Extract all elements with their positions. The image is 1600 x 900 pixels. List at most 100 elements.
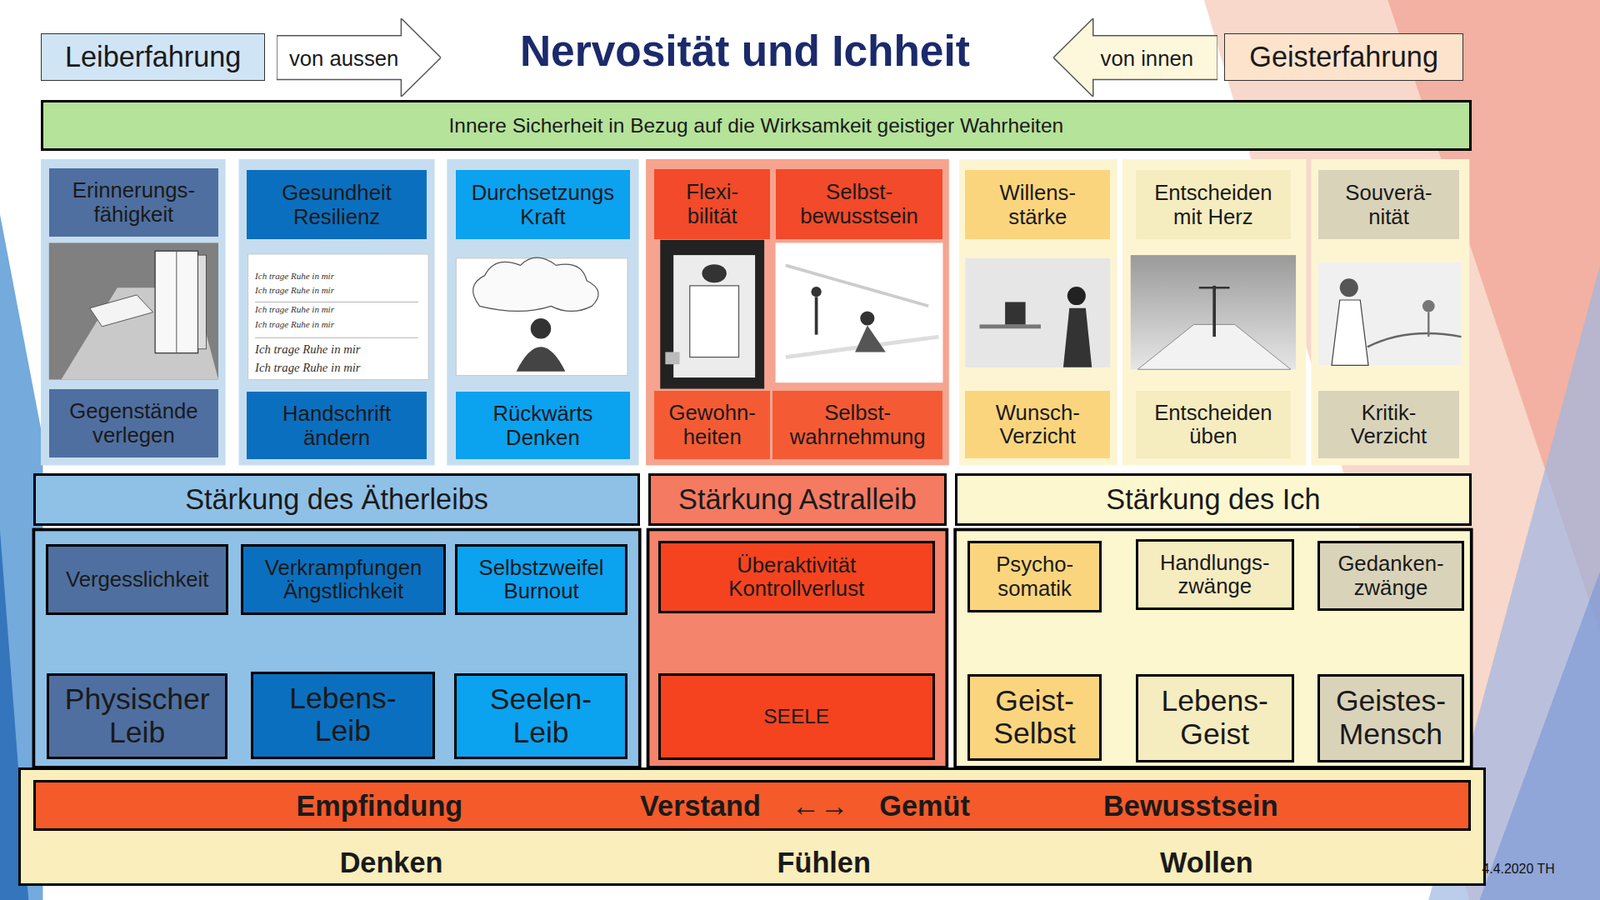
text-box: Selbst- wahrnehmung — [772, 390, 943, 460]
room-sketch-part — [155, 250, 198, 353]
text-box: Leiberfahrung — [40, 33, 265, 80]
text-box: Entscheiden mit Herz — [1135, 170, 1291, 239]
node-text: Physischer Leib — [65, 683, 210, 750]
node-text: Gegenstände verlegen — [69, 399, 198, 448]
node-text: Verkrampfungen Ängstlichkeit — [265, 555, 423, 605]
text-box: Gegenstände verlegen — [49, 389, 219, 458]
room-sketch-part — [175, 250, 177, 353]
text-box: EmpfindungVerstand ←→ GemütBewusstsein — [33, 780, 1471, 831]
node-text: Entscheiden mit Herz — [1138, 180, 1289, 230]
node-text: Psycho- somatik — [995, 552, 1074, 601]
arrow-outline — [1053, 18, 1218, 97]
room-sketch — [49, 242, 219, 380]
cloud-sketch-part — [455, 258, 628, 376]
node-text: Kritik- Verzicht — [1350, 400, 1427, 450]
two-figures-sketch-part — [815, 296, 819, 335]
node-text: Gesundheit Resilienz — [281, 180, 391, 230]
node-text: Geistes- Mensch — [1335, 685, 1446, 752]
text-box: Psycho- somatik — [967, 540, 1103, 613]
text-box: Wunsch- Verzicht — [965, 390, 1110, 459]
text-box: Lebens- Geist — [1135, 674, 1295, 762]
node-text: von aussen — [289, 45, 399, 70]
handwriting-line: Ich trage Ruhe in mir — [255, 319, 335, 330]
two-figures-sketch-part — [810, 286, 821, 297]
node-text: Lebens- Leib — [289, 682, 396, 750]
card-panel — [40, 159, 1470, 465]
text-box: Kritik- Verzicht — [1318, 390, 1460, 459]
handwriting-line: Ich trage Ruhe in mir — [255, 360, 360, 375]
bed-sketch — [660, 240, 765, 390]
two-figures-sketch-part — [860, 310, 875, 325]
road-sketch — [1130, 255, 1296, 370]
text-box: Gedanken- zwänge — [1317, 540, 1465, 611]
text-box: Souverä- nität — [1318, 170, 1460, 239]
room-sketch-part — [198, 255, 207, 350]
node-text: Fühlen — [777, 846, 871, 879]
node-text: Rückwärts Denken — [492, 401, 593, 450]
node-text: Überaktivität Kontrollverlust — [728, 553, 865, 602]
kettle-sketch — [965, 258, 1110, 368]
card-panel-part — [959, 159, 1118, 465]
text-box: Gewohn- heiten — [654, 390, 771, 460]
text-box: Handlungs- zwänge — [1135, 539, 1295, 611]
thinker-sketch-part — [1367, 333, 1462, 347]
cloud-sketch-part — [473, 257, 599, 311]
handwriting-line: Ich trage Ruhe in mir — [255, 285, 335, 295]
handwriting-line: Ich trage Ruhe in mir — [255, 304, 335, 315]
text-box: Vergesslichkeit — [45, 544, 229, 616]
text-box: Geist- Selbst — [967, 674, 1103, 761]
node-text: Handschrift ändern — [282, 401, 391, 450]
arrow-outline — [276, 18, 441, 97]
text-box: Seelen- Leib — [454, 673, 628, 760]
text-box: Stärkung des Ätherleibs — [33, 473, 640, 525]
node-text: Stärkung des Ätherleibs — [185, 483, 489, 515]
thinker-sketch-part — [1422, 300, 1435, 313]
handwriting-line: Ich trage Ruhe in mir — [255, 341, 360, 356]
text-box: Entscheiden üben — [1135, 390, 1291, 459]
road-sketch-part — [1199, 286, 1230, 289]
text-box: Verkrampfungen Ängstlichkeit — [240, 544, 446, 616]
node-text: Bewusstsein — [1103, 790, 1278, 822]
node-text: Vergesslichkeit — [65, 567, 209, 592]
card-panel-part — [239, 159, 435, 465]
handwriting-sheet-part — [255, 337, 419, 339]
text-box: DenkenFühlenWollenEmpfindungVerstand ←→ … — [18, 767, 1486, 886]
text-box: Stärkung des Ich — [955, 473, 1472, 525]
handwriting-sheet — [248, 254, 430, 380]
text-box: Gesundheit Resilienz — [246, 170, 427, 239]
node-text: Gedanken- zwänge — [1337, 551, 1444, 600]
text-box: Rückwärts Denken — [455, 391, 630, 460]
text-box: Geisterfahrung — [1224, 33, 1464, 80]
handwriting-line: Ich trage Ruhe in mir — [255, 270, 335, 281]
bed-sketch-part — [673, 255, 755, 378]
node-text: Seelen- Leib — [490, 683, 592, 750]
kettle-sketch-part — [1005, 301, 1025, 325]
diagram-title: Nervosität und Ichheit — [520, 25, 970, 76]
text-box: Flexi- bilität — [654, 169, 771, 239]
node-text: Selbst- bewusstsein — [800, 180, 918, 229]
handwriting-sheet-part — [248, 254, 430, 380]
kettle-sketch-part — [980, 324, 1041, 329]
group-panel-part — [648, 530, 948, 768]
date-note: 4.4.2020 TH — [1481, 861, 1555, 877]
text-box: Stärkung Astralleib — [648, 473, 948, 525]
group-panel-part — [33, 530, 640, 768]
thinker-sketch — [1318, 262, 1461, 366]
road-sketch-part — [1130, 255, 1296, 370]
node-text: Wollen — [1160, 846, 1254, 879]
group-panel — [33, 530, 1471, 768]
text-box: Physischer Leib — [46, 673, 228, 760]
room-sketch-part — [49, 242, 219, 380]
text-box: Geistes- Mensch — [1317, 674, 1465, 762]
two-figures-sketch-part — [785, 265, 929, 306]
handwriting-sheet-part — [255, 301, 419, 303]
bed-sketch-part — [665, 351, 680, 365]
node-text: Empfindung — [295, 790, 463, 822]
text-box: Lebens- Leib — [250, 671, 435, 760]
text-box: Selbst- bewusstsein — [775, 169, 944, 239]
two-figures-sketch-part — [775, 242, 944, 383]
text-box: Innere Sicherheit in Bezug auf die Wirks… — [40, 100, 1472, 151]
node-text: Selbstzweifel Burnout — [479, 555, 605, 605]
node-text: SEELE — [763, 705, 830, 728]
card-panel-part — [446, 159, 639, 465]
